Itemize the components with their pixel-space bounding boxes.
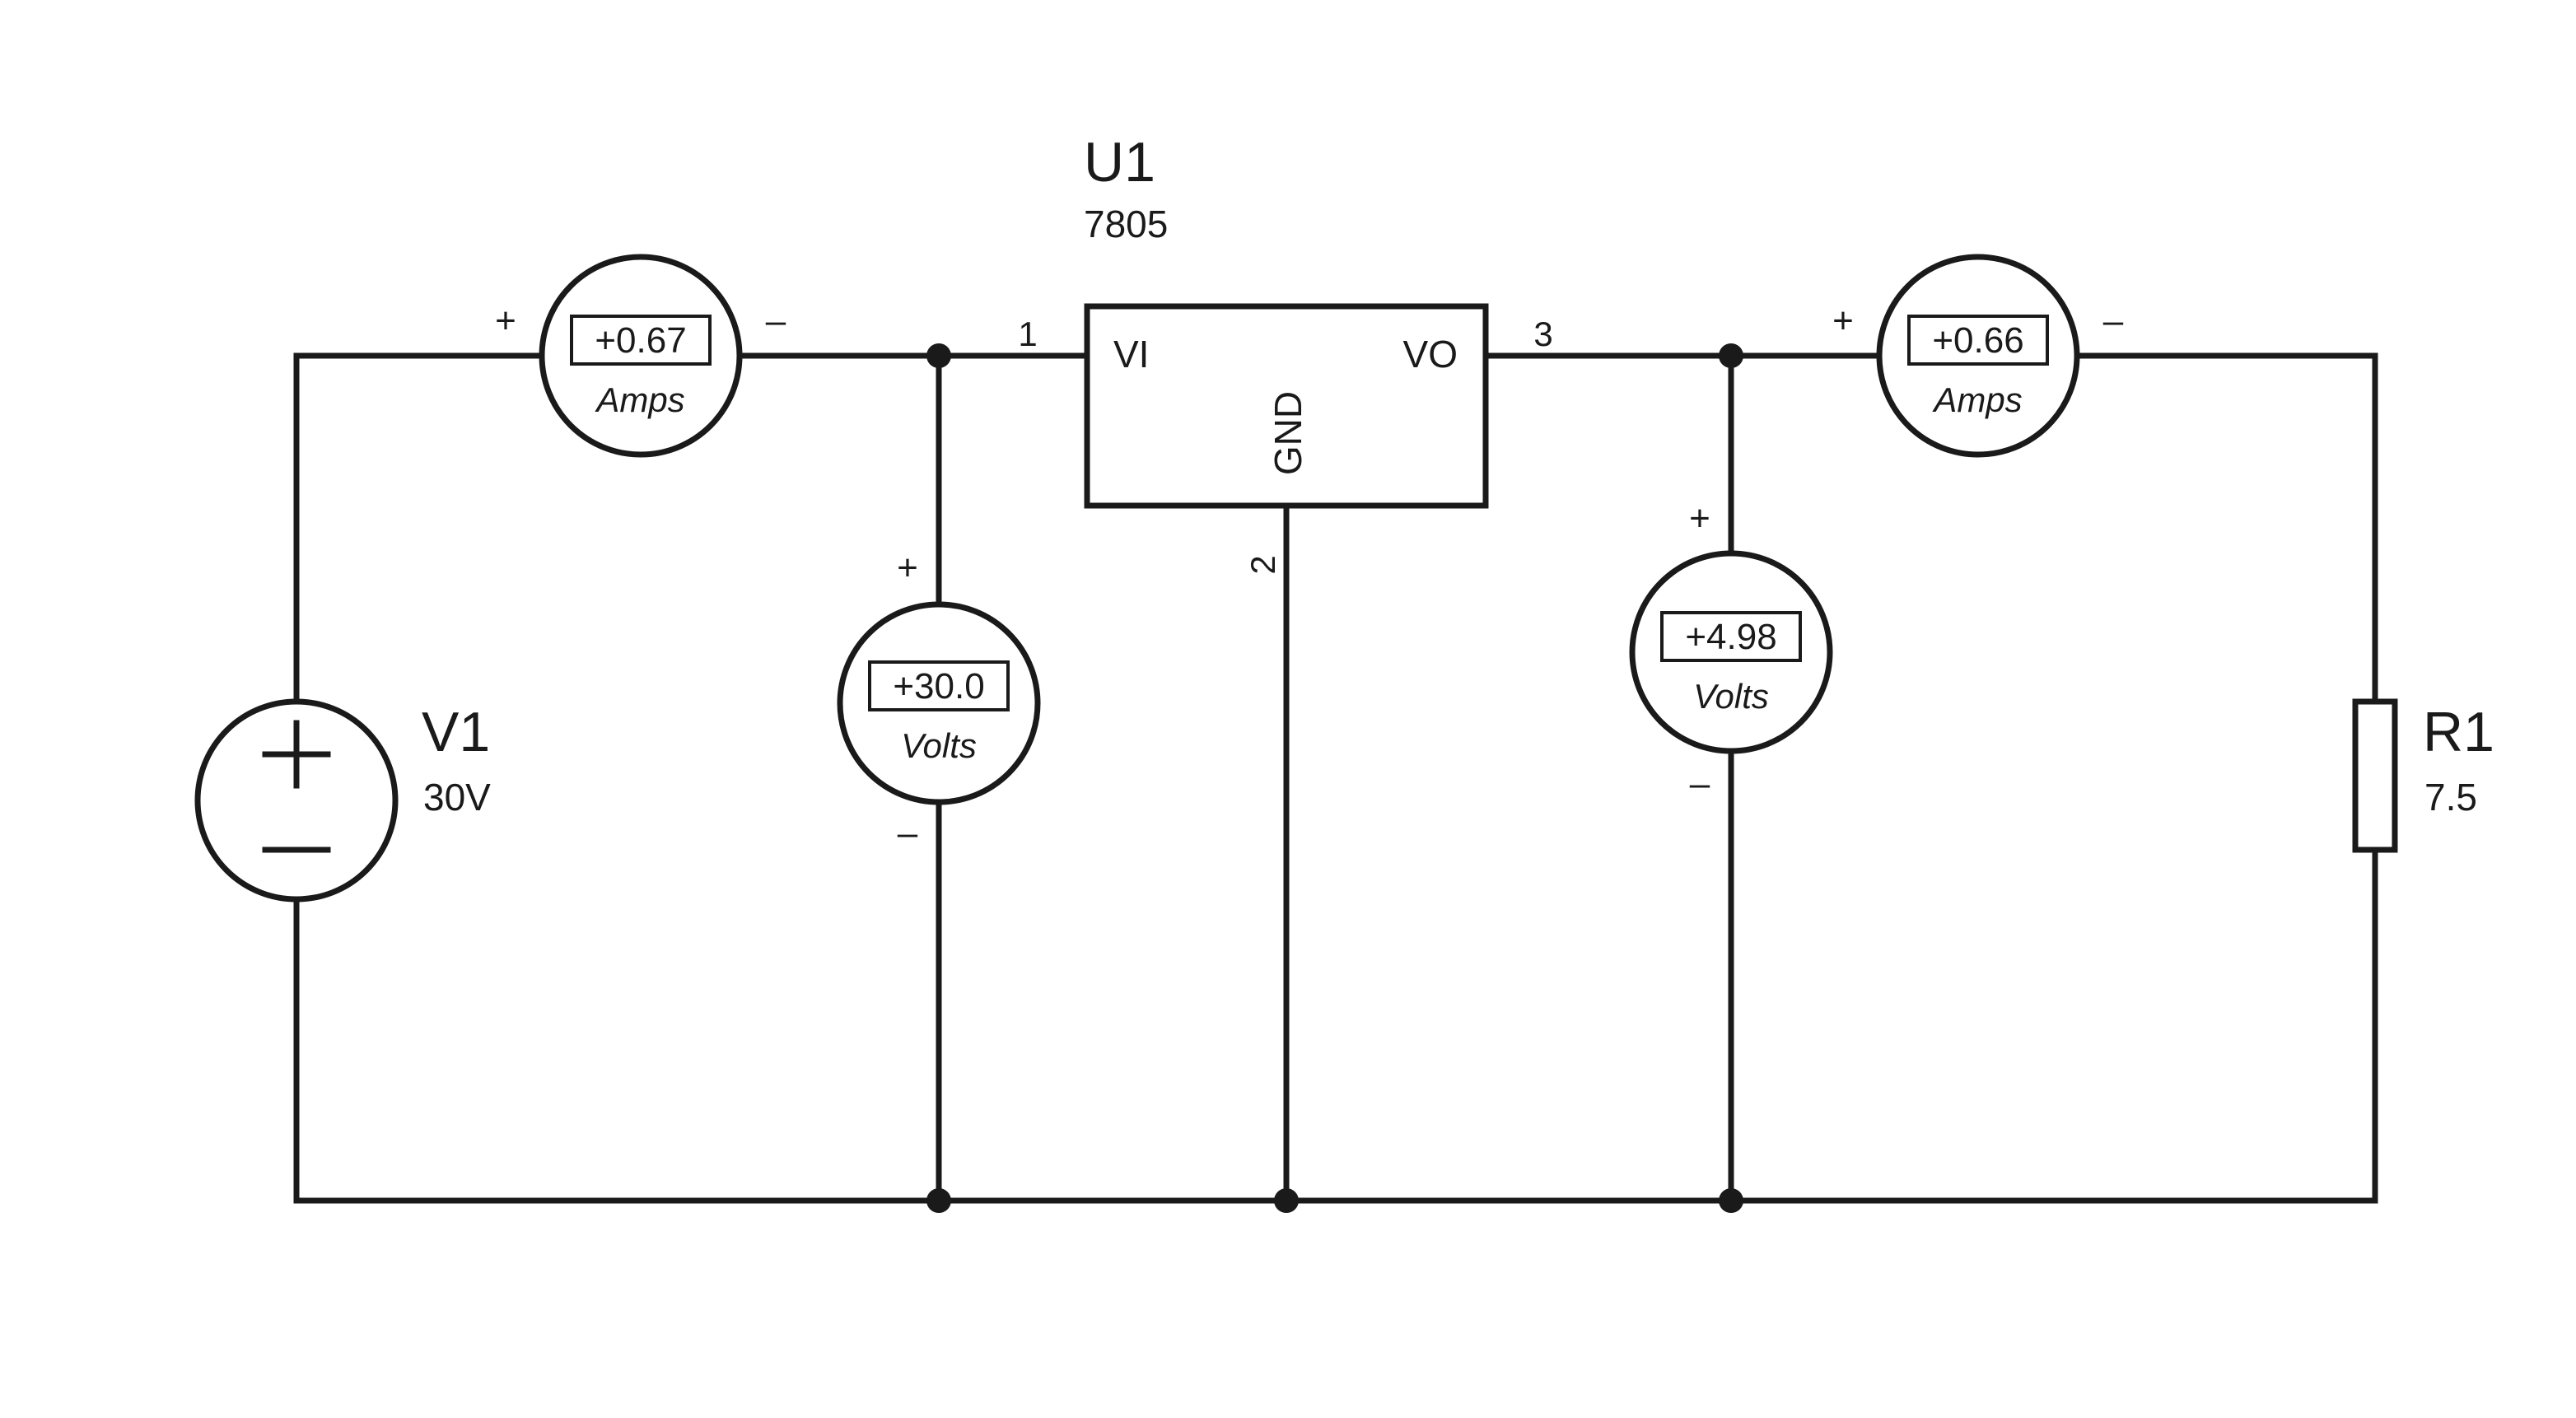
- voltmeter-out-minus: –: [1690, 763, 1710, 804]
- voltmeter-out-reading: +4.98: [1685, 617, 1776, 657]
- ammeter-output: +0.66 Amps + –: [1832, 254, 2124, 458]
- voltmeter-input: +30.0 Volts + –: [837, 548, 1041, 853]
- voltmeter-out-unit: Volts: [1693, 677, 1769, 716]
- voltmeter-in-reading: +30.0: [893, 666, 984, 707]
- voltage-source-v1: V1 30V: [194, 698, 491, 903]
- junction-ground-3: [1719, 1188, 1743, 1213]
- regulator-pin3-number: 3: [1533, 315, 1552, 353]
- junctions: [926, 343, 1743, 1213]
- junction-ground-2: [1274, 1188, 1299, 1213]
- ammeter-out-minus: –: [2103, 301, 2124, 341]
- resistor-ref: R1: [2423, 701, 2494, 763]
- voltmeter-in-unit: Volts: [901, 726, 977, 765]
- regulator-part: 7805: [1084, 203, 1168, 245]
- source-ref: V1: [422, 701, 490, 763]
- regulator-u1: U1 7805 VI VO GND 1 3 2: [1018, 131, 1552, 575]
- voltmeter-output: +4.98 Volts + –: [1629, 498, 1833, 804]
- ammeter-out-unit: Amps: [1931, 380, 2022, 419]
- regulator-pin-gnd: GND: [1267, 391, 1309, 475]
- regulator-pin-vi: VI: [1113, 333, 1149, 375]
- ammeter-out-plus: +: [1832, 301, 1854, 341]
- voltmeter-in-plus: +: [897, 548, 918, 588]
- junction-vi: [926, 343, 951, 368]
- regulator-body: [1084, 303, 1489, 509]
- regulator-pin1-number: 1: [1018, 315, 1037, 353]
- junction-vo: [1719, 343, 1743, 368]
- wire-ammeter-to-load: [2075, 352, 2378, 705]
- ammeter-in-reading: +0.67: [595, 320, 686, 361]
- resistor-value: 7.5: [2424, 776, 2477, 819]
- ammeter-in-unit: Amps: [594, 380, 684, 419]
- voltmeter-out-plus: +: [1689, 498, 1710, 539]
- ammeter-in-plus: +: [495, 301, 516, 341]
- junction-ground-1: [926, 1188, 951, 1213]
- voltmeter-in-minus: –: [898, 813, 918, 853]
- regulator-ref: U1: [1084, 131, 1155, 194]
- load-resistor-r1: R1 7.5: [2352, 698, 2494, 853]
- ammeter-out-display: [1907, 315, 2049, 366]
- ammeter-out-reading: +0.66: [1932, 320, 2023, 361]
- wires: [293, 352, 2378, 1204]
- ammeter-input: +0.67 Amps + –: [495, 254, 786, 458]
- source-body: [194, 698, 399, 903]
- voltmeter-out-display: [1660, 611, 1802, 662]
- source-plus-icon: [262, 720, 331, 789]
- voltmeter-in-display: [868, 660, 1010, 711]
- regulator-pin2-number: 2: [1244, 555, 1282, 574]
- ammeter-in-display: [570, 315, 712, 366]
- resistor-body: [2352, 698, 2398, 853]
- source-value: 30V: [423, 776, 491, 819]
- ammeter-in-minus: –: [766, 301, 786, 341]
- regulator-pin-vo: VO: [1403, 333, 1458, 375]
